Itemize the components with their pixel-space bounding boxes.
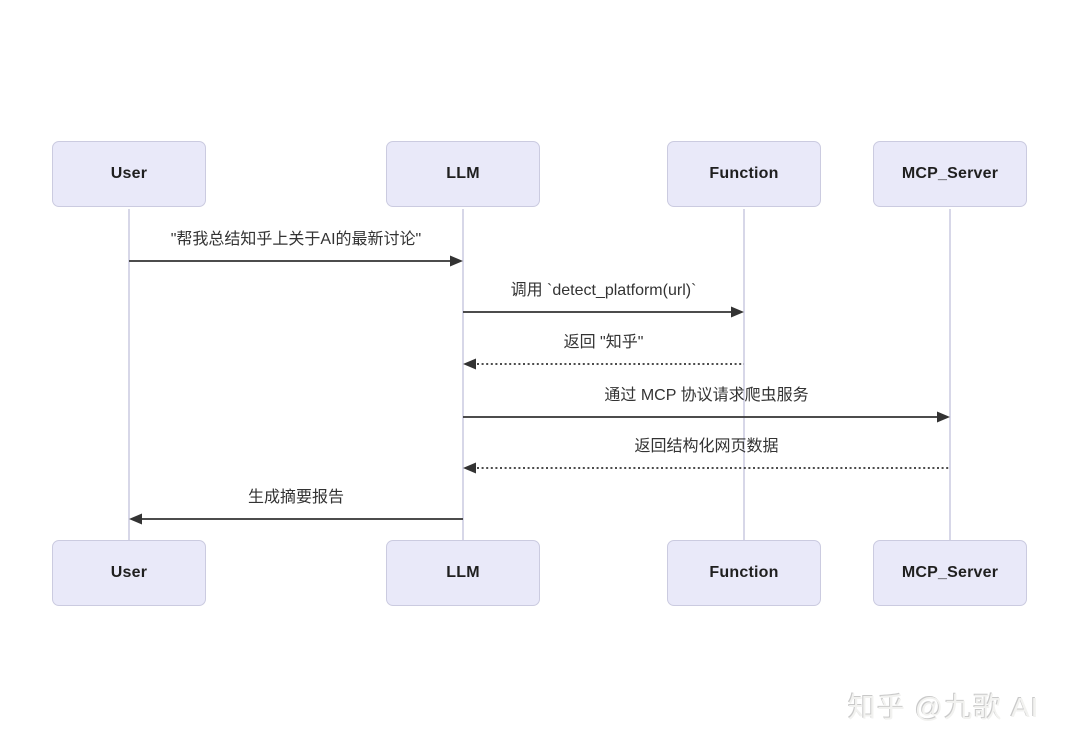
arrowhead-left-6 — [129, 513, 142, 525]
actor-box-llm-top: LLM — [386, 141, 540, 207]
actor-label-llm: LLM — [446, 564, 480, 581]
lifeline-llm — [462, 209, 464, 541]
actor-box-llm-bottom: LLM — [386, 540, 540, 606]
actor-box-mcp-server-top: MCP_Server — [873, 141, 1027, 207]
actor-box-user-bottom: User — [52, 540, 206, 606]
arrowhead-right-1 — [450, 255, 463, 267]
actor-label-function: Function — [709, 165, 779, 182]
arrowhead-left-3 — [463, 358, 476, 370]
message-label-6: 生成摘要报告 — [247, 489, 344, 506]
message-label-5: 返回结构化网页数据 — [634, 438, 779, 455]
message-label-4: 通过 MCP 协议请求爬虫服务 — [604, 387, 809, 404]
actor-label-user: User — [110, 564, 148, 581]
actor-box-function-bottom: Function — [667, 540, 821, 606]
arrowhead-right-2 — [731, 306, 744, 318]
lifeline-user — [128, 209, 130, 541]
lifeline-mcp-server — [949, 209, 951, 541]
actor-box-mcp-server-bottom: MCP_Server — [873, 540, 1027, 606]
arrowhead-right-4 — [937, 411, 950, 423]
actor-label-user: User — [110, 165, 148, 182]
actor-label-llm: LLM — [446, 165, 480, 182]
actor-box-function-top: Function — [667, 141, 821, 207]
watermark: 知乎 @九歌 AI — [848, 692, 1040, 723]
actor-label-mcp-server: MCP_Server — [901, 165, 999, 182]
message-label-1: "帮我总结知乎上关于AI的最新讨论" — [170, 231, 422, 248]
lifeline-function — [743, 209, 745, 541]
message-label-3: 返回 "知乎" — [563, 334, 644, 351]
actor-label-function: Function — [709, 564, 779, 581]
message-label-2: 调用 `detect_platform(url)` — [510, 282, 697, 299]
actor-label-mcp-server: MCP_Server — [901, 564, 999, 581]
actor-box-user-top: User — [52, 141, 206, 207]
arrowhead-left-5 — [463, 462, 476, 474]
